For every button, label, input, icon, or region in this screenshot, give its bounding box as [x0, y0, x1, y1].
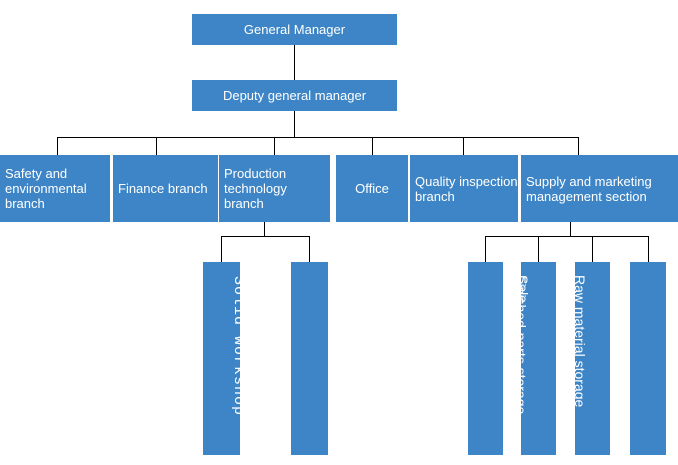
connector-gm-to-deputy	[294, 45, 295, 80]
node-liquid-plant-label: Liquid plant	[152, 276, 170, 397]
node-supply-label: Supply	[454, 275, 471, 318]
node-raw-material-storage[interactable]: Raw material storage	[572, 262, 666, 455]
node-sale[interactable]: Sale	[515, 262, 556, 455]
node-general-manager-label: General Manager	[243, 22, 346, 37]
connector-supply-drop	[570, 222, 571, 236]
connector-drop-raw-material-storage	[648, 236, 649, 262]
connector-drop-quality	[463, 137, 464, 155]
node-production-technology-branch[interactable]: Production technology branch	[219, 155, 330, 222]
node-quality-inspection-branch-label: Quality inspection branch	[415, 173, 518, 204]
connector-production-drop	[264, 222, 265, 236]
node-production-technology-branch-label: Production technology branch	[224, 166, 287, 211]
connector-production-bus	[221, 236, 309, 237]
connector-drop-production	[274, 137, 275, 155]
node-quality-inspection-branch[interactable]: Quality inspection branch	[410, 155, 518, 222]
connector-deputy-drop	[294, 111, 295, 137]
connector-drop-solid-workshop	[309, 236, 310, 262]
connector-drop-supply-node	[485, 236, 486, 262]
node-supply-and-marketing-management-section-label: Supply and marketing management section	[526, 173, 652, 204]
connector-drop-office	[372, 137, 373, 155]
node-supply[interactable]: Supply	[455, 262, 503, 455]
node-finished-parts-storage-label: Finished-parts storage	[513, 275, 530, 415]
connector-level3-bus	[57, 137, 578, 138]
connector-drop-safety	[57, 137, 58, 155]
node-office[interactable]: Office	[336, 155, 408, 222]
node-finance-branch[interactable]: Finance branch	[113, 155, 218, 222]
connector-drop-liquid-plant	[221, 236, 222, 262]
node-solid-workshop[interactable]: Solid workshop	[230, 262, 328, 455]
connector-drop-finished-parts-storage	[592, 236, 593, 262]
node-general-manager[interactable]: General Manager	[192, 14, 397, 45]
connector-drop-finance	[156, 137, 157, 155]
node-safety-and-environmental-branch[interactable]: Safety and environmental branch	[0, 155, 110, 222]
connector-drop-supply	[578, 137, 579, 155]
node-deputy-general-manager[interactable]: Deputy general manager	[192, 80, 397, 111]
node-finished-parts-storage[interactable]: Finished-parts storage	[513, 262, 610, 455]
connector-drop-sale-node	[538, 236, 539, 262]
node-deputy-general-manager-label: Deputy general manager	[222, 88, 367, 103]
node-raw-material-storage-label: Raw material storage	[572, 275, 589, 408]
node-liquid-plant[interactable]: Liquid plant	[152, 262, 240, 455]
node-supply-and-marketing-management-section[interactable]: Supply and marketing management section	[521, 155, 678, 222]
connector-supply-bus	[485, 236, 648, 237]
node-office-label: Office	[355, 181, 389, 196]
node-solid-workshop-label: Solid workshop	[230, 276, 248, 417]
node-safety-and-environmental-branch-label: Safety and environmental branch	[5, 166, 87, 211]
node-finance-branch-label: Finance branch	[118, 181, 208, 196]
